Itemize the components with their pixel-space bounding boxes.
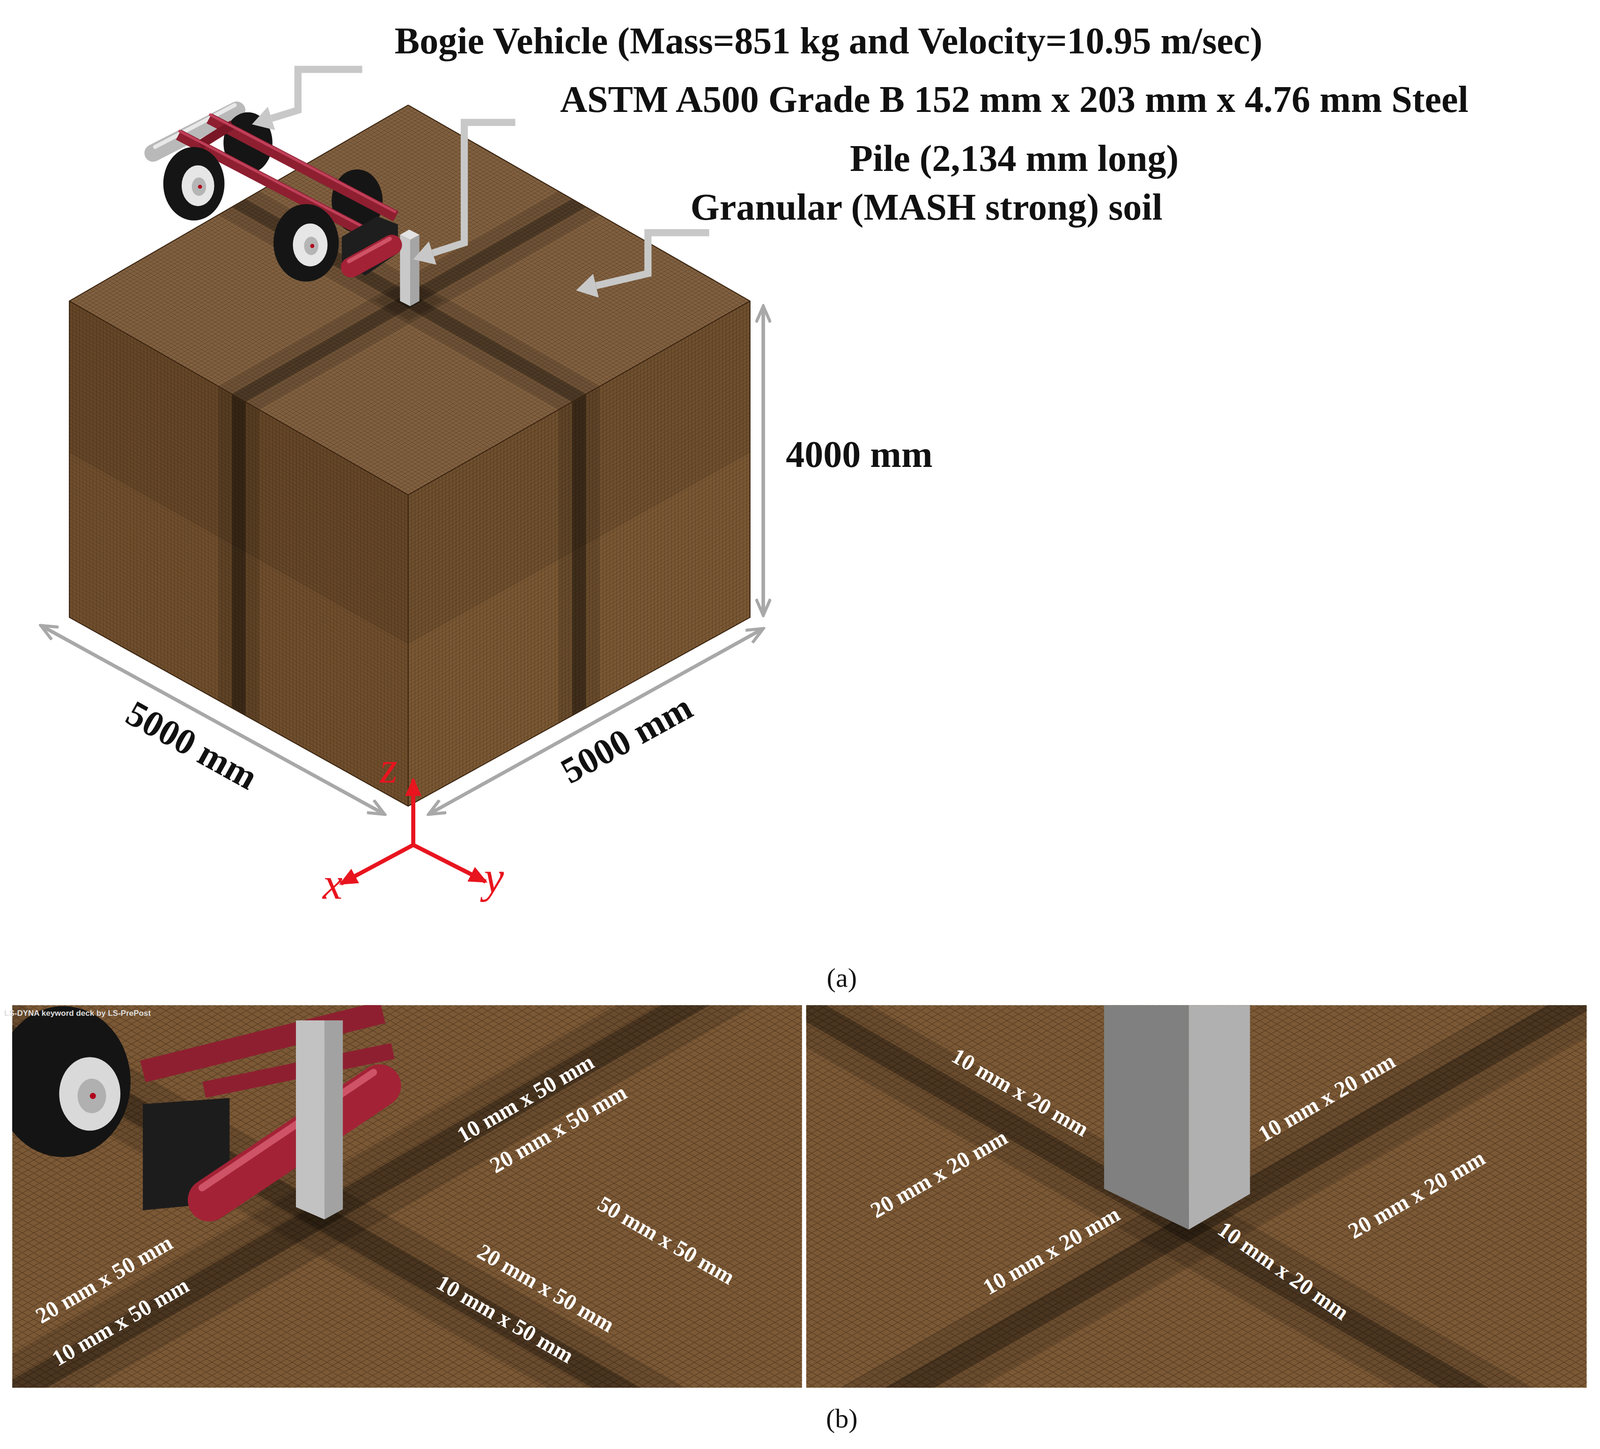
refined-mesh-band xyxy=(806,1004,1587,1388)
axis-label: z xyxy=(380,741,398,794)
refined-mesh-band xyxy=(12,1004,803,1388)
frame-rail xyxy=(209,118,397,217)
hub-dot xyxy=(198,184,203,189)
mesh-lines xyxy=(69,104,751,495)
callout-label: Bogie Vehicle (Mass=851 kg and Velocity=… xyxy=(394,19,1263,63)
axis-arrow xyxy=(411,779,416,845)
wheel-hub xyxy=(292,223,328,267)
leader-line xyxy=(432,122,516,253)
cylinder-highlight xyxy=(348,238,390,262)
pile-face xyxy=(324,1020,343,1220)
steel-pile xyxy=(399,229,420,306)
callout-label: Granular (MASH strong) soil xyxy=(690,185,1163,229)
dimension-label: 5000 mm xyxy=(553,685,700,792)
hub-dot xyxy=(89,1092,96,1099)
mesh-size-label: 10 mm x 20 mm xyxy=(1213,1215,1354,1325)
fine-mesh-band xyxy=(231,393,246,716)
refined-mesh-band xyxy=(806,1004,1587,1388)
pile-face xyxy=(1104,1004,1189,1230)
refined-mesh-band xyxy=(218,191,600,410)
refined-mesh-band xyxy=(12,1004,803,1388)
leader-line xyxy=(271,69,363,119)
refined-mesh-band xyxy=(558,386,600,723)
hub-dot xyxy=(309,243,315,249)
fine-mesh-band xyxy=(572,393,586,716)
leader-line xyxy=(596,232,710,286)
soil-surface xyxy=(12,1004,803,1388)
panel-label: (a) xyxy=(826,961,857,994)
mesh-size-label: 20 mm x 20 mm xyxy=(1343,1144,1490,1244)
dimension-line xyxy=(40,625,385,815)
mesh-size-label: 10 mm x 20 mm xyxy=(1253,1047,1400,1147)
refined-mesh-band xyxy=(806,1004,1587,1388)
frame-cross xyxy=(199,124,233,146)
axis-arrow xyxy=(413,844,487,882)
soil-surface xyxy=(806,1004,1587,1388)
axis-label: y xyxy=(483,851,504,904)
mesh-size-label: 10 mm x 20 mm xyxy=(978,1200,1125,1300)
pile-face xyxy=(1188,1004,1251,1230)
pile-face xyxy=(410,234,420,307)
bogie-vehicle xyxy=(153,104,399,282)
refined-mesh-band xyxy=(218,386,260,723)
fine-mesh-band xyxy=(231,199,586,402)
wheel-hub xyxy=(191,177,207,196)
panel-label: (b) xyxy=(825,1402,858,1435)
wheel-tire xyxy=(273,204,339,282)
dimension-label: 5000 mm xyxy=(118,692,265,799)
pile-face xyxy=(295,1020,325,1220)
block-edges xyxy=(69,104,751,806)
wheel-hub xyxy=(58,1056,121,1131)
fine-mesh-band xyxy=(231,199,586,402)
axis-arrow xyxy=(340,844,414,884)
bumper-mount xyxy=(341,216,399,276)
dimension-line xyxy=(761,306,766,616)
wheel-hub xyxy=(303,236,319,255)
cylinder-highlight xyxy=(201,1072,374,1188)
wheel-tire xyxy=(163,147,225,221)
refined-mesh-band xyxy=(218,191,600,410)
dimension-label: 4000 mm xyxy=(785,432,933,476)
pile-top xyxy=(399,229,420,240)
mesh-size-label: 20 mm x 20 mm xyxy=(865,1123,1012,1224)
soil-top-face xyxy=(69,104,751,495)
callout-label: ASTM A500 Grade B 152 mm x 203 mm x 4.76… xyxy=(546,69,1482,188)
dimension-line xyxy=(428,628,764,815)
soil-face xyxy=(69,104,751,495)
axis-label: x xyxy=(322,857,343,910)
wheel-tire xyxy=(12,1005,131,1157)
mesh-size-label: 10 mm x 20 mm xyxy=(947,1042,1094,1142)
refined-mesh-band xyxy=(806,1004,1587,1388)
refined-mesh-band xyxy=(12,1004,803,1388)
mesh-size-label: 50 mm x 50 mm xyxy=(593,1190,740,1290)
refined-mesh-band xyxy=(12,1004,803,1388)
bumper-cylinder xyxy=(209,1085,380,1200)
wheel-hub xyxy=(181,165,215,207)
wheel-hub xyxy=(77,1078,107,1114)
watermark: LS-DYNA keyword deck by LS-PrePost xyxy=(4,1008,151,1018)
